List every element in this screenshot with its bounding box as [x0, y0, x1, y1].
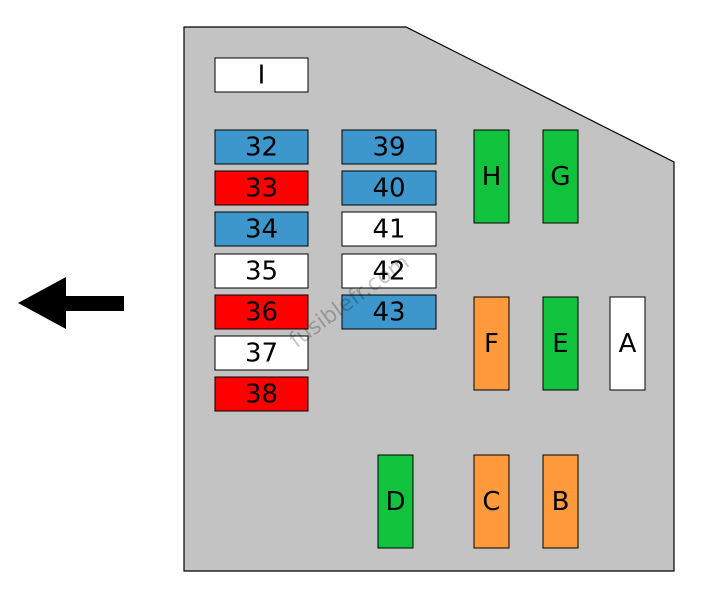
arrow-left-icon	[18, 277, 124, 329]
fuse-h: H	[473, 129, 510, 224]
fuse-d: D	[377, 454, 414, 549]
fuse-35-body	[214, 253, 309, 289]
fuse-b-body	[542, 454, 579, 549]
fuse-f: F	[473, 296, 510, 391]
fuse-a-body	[609, 296, 646, 391]
fuse-41-label: 41	[372, 215, 405, 245]
fuse-43-body	[341, 294, 437, 330]
fuse-e-body	[542, 296, 579, 391]
fuse-h-body	[473, 129, 510, 224]
fuse-40: 40	[341, 170, 437, 206]
fuse-f-label: F	[484, 329, 499, 359]
fuse-41: 41	[341, 211, 437, 247]
fuse-d-label: D	[385, 487, 405, 517]
fuse-40-label: 40	[372, 174, 405, 204]
fuse-35: 35	[214, 253, 309, 289]
fuse-g-body	[542, 129, 579, 224]
fuse-group: I 32 33 34 35 36 37 38 39 40 41 42 43 H G F E A D C B	[214, 57, 646, 549]
fuse-41-body	[341, 211, 437, 247]
fuse-38-label: 38	[245, 380, 278, 410]
fuse-36-body	[214, 294, 309, 330]
fuse-33-label: 33	[245, 174, 278, 204]
fuse-i-label: I	[258, 61, 266, 91]
fuse-34-body	[214, 211, 309, 247]
fuse-39-body	[341, 129, 437, 165]
fuse-b: B	[542, 454, 579, 549]
fuse-a: A	[609, 296, 646, 391]
fuse-i: I	[214, 57, 309, 93]
fuse-38-body	[214, 376, 309, 412]
fuse-32-label: 32	[245, 133, 278, 163]
fuse-37: 37	[214, 335, 309, 371]
fuse-c-body	[473, 454, 510, 549]
fuse-e-label: E	[552, 329, 568, 359]
fuse-43: 43	[341, 294, 437, 330]
fuse-g: G	[542, 129, 579, 224]
fuse-39-label: 39	[372, 133, 405, 163]
fuse-i-body	[214, 57, 309, 93]
fuse-37-label: 37	[245, 339, 278, 369]
fuse-h-label: H	[482, 162, 502, 192]
fuse-38: 38	[214, 376, 309, 412]
fuse-36: 36	[214, 294, 309, 330]
fuse-42-label: 42	[372, 257, 405, 287]
fuse-34: 34	[214, 211, 309, 247]
fuse-f-body	[473, 296, 510, 391]
fuse-g-label: G	[550, 162, 570, 192]
fuse-43-label: 43	[372, 298, 405, 328]
fuse-42: 42	[341, 253, 437, 289]
fuse-33: 33	[214, 170, 309, 206]
fuse-d-body	[377, 454, 414, 549]
fuse-b-label: B	[552, 487, 570, 517]
fuse-36-label: 36	[245, 298, 278, 328]
fuse-42-body	[341, 253, 437, 289]
fuse-39: 39	[341, 129, 437, 165]
fuse-32-body	[214, 129, 309, 165]
fuse-32: 32	[214, 129, 309, 165]
fuse-e: E	[542, 296, 579, 391]
fuse-c-label: C	[482, 487, 500, 517]
fuse-40-body	[341, 170, 437, 206]
fuse-35-label: 35	[245, 257, 278, 287]
fuse-c: C	[473, 454, 510, 549]
fuse-33-body	[214, 170, 309, 206]
fuse-34-label: 34	[245, 215, 278, 245]
fuse-37-body	[214, 335, 309, 371]
fuse-a-label: A	[619, 329, 637, 359]
